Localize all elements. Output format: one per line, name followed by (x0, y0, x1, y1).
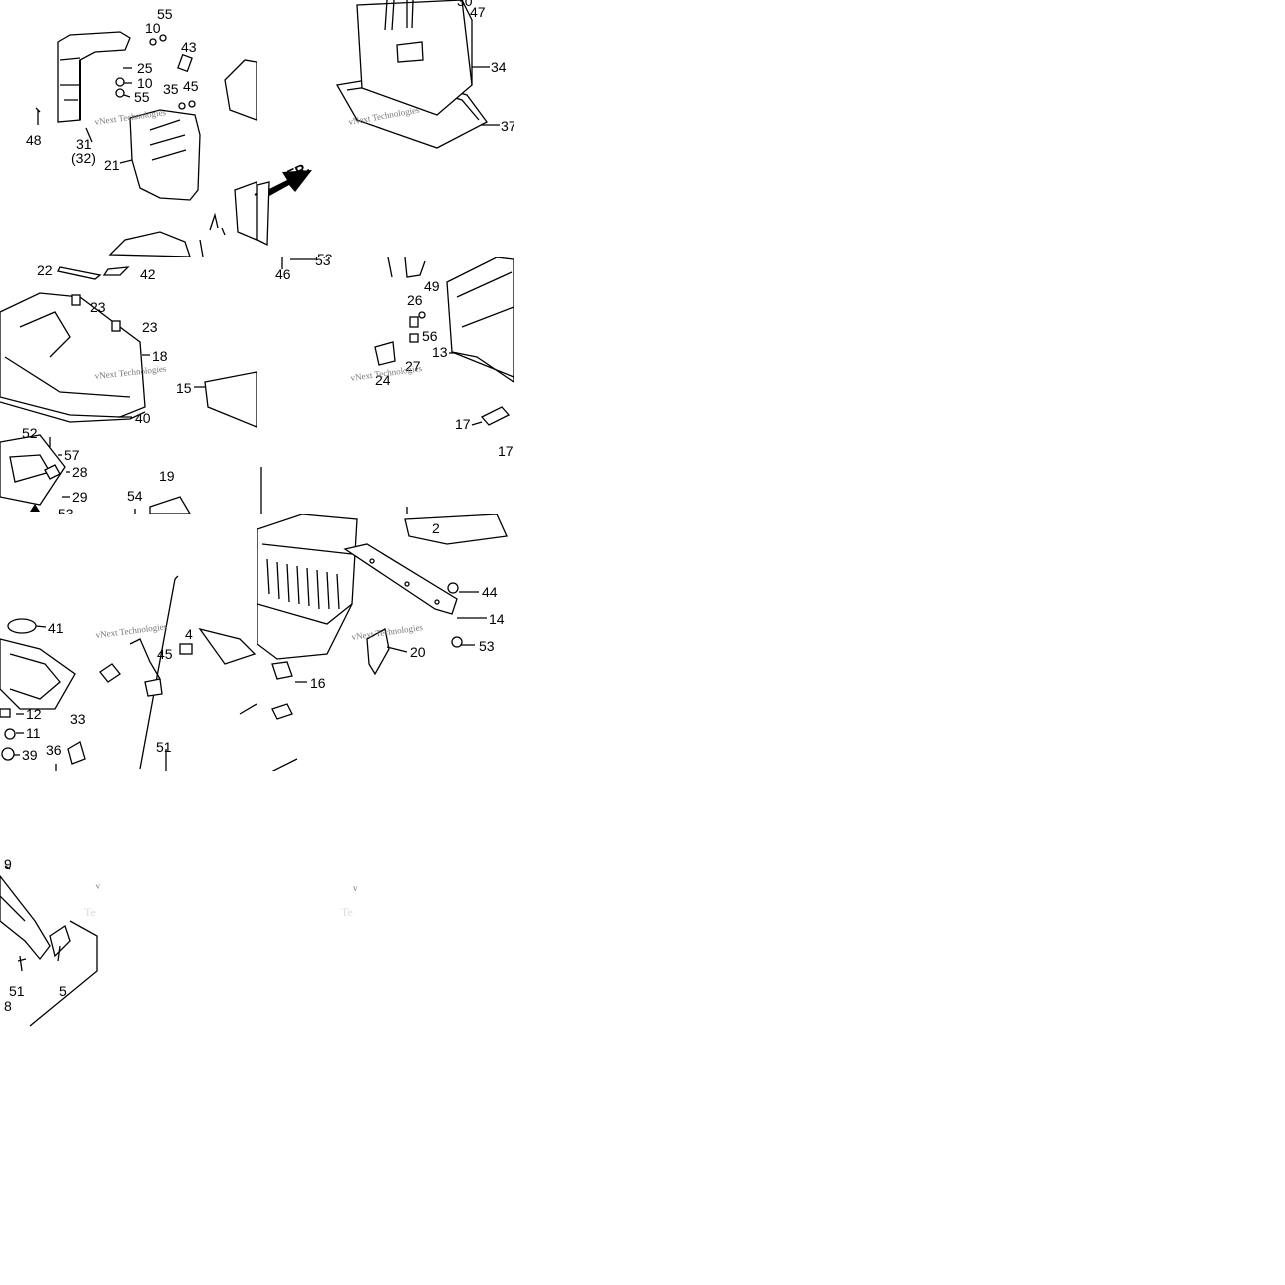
watermark-fragment: v (95, 880, 101, 891)
tile-blank: v Te (257, 771, 514, 1028)
trunk-lid-drawing: 22 42 23 23 18 15 40 52 57 28 29 19 54 5… (0, 262, 257, 514)
part-label: 34 (491, 59, 507, 75)
part-label: 33 (70, 711, 86, 727)
storage-box-drawing: 2 50 44 14 20 53 16 6 8 7 3 vNext Techno… (257, 514, 508, 771)
part-label: 56 (422, 328, 438, 344)
part-label: 55 (134, 89, 150, 105)
tail-light-drawing: 41 45 4 12 11 33 39 36 51 vNext Technolo… (0, 575, 257, 771)
part-label: 23 (90, 299, 106, 315)
part-label: 28 (72, 464, 88, 480)
tile-tail-light: 41 45 4 12 11 33 39 36 51 vNext Technolo… (0, 514, 257, 771)
part-label: 5 (59, 983, 67, 999)
part-label: 24 (375, 372, 391, 388)
tile-seat-backrest: 55 10 43 25 10 55 35 45 48 31 (32) 21 vN… (0, 0, 257, 257)
part-label: 10 (137, 75, 153, 91)
trunk-body-drawing: 46 53 26 49 56 27 24 13 17 17 vNext Tech… (260, 257, 514, 514)
part-label: 26 (407, 292, 423, 308)
tile-carry-bag: 30 47 34 37 vNext Technologies FR. 53 (257, 0, 514, 257)
part-label: 53 (317, 251, 333, 257)
part-label: 44 (482, 584, 498, 600)
part-label: 14 (489, 611, 505, 627)
part-label: 51 (9, 983, 25, 999)
part-label: 18 (152, 348, 168, 364)
part-label: 51 (156, 739, 172, 755)
part-label: 53 (58, 506, 74, 514)
part-label: 12 (26, 706, 42, 722)
part-label: 23 (142, 319, 158, 335)
seat-backrest-drawing: 55 10 43 25 10 55 35 45 48 31 (32) 21 vN… (26, 6, 257, 257)
watermark-fragment: v (353, 883, 358, 893)
tile-trunk-body: 46 53 26 49 56 27 24 13 17 17 vNext Tech… (257, 257, 514, 514)
carry-bag-drawing: 30 47 34 37 vNext Technologies FR. 53 (257, 0, 514, 257)
part-label: 45 (183, 78, 199, 94)
part-label: 55 (157, 6, 173, 22)
part-label: (32) (71, 150, 96, 166)
part-label: 22 (37, 262, 53, 278)
part-label: 30 (457, 0, 473, 9)
part-label: 42 (140, 266, 156, 282)
watermark-fragment: Te (84, 905, 96, 919)
part-label: 31 (76, 136, 92, 152)
part-label: 47 (470, 4, 486, 20)
part-label: 2 (432, 520, 440, 536)
tile-handle-light: 9 51 5 8 v Te (0, 771, 257, 1028)
tile-trunk-lid: 22 42 23 23 18 15 40 52 57 28 29 19 54 5… (0, 257, 257, 514)
part-label: 16 (310, 675, 326, 691)
part-label: 21 (104, 157, 120, 173)
part-label: 46 (275, 266, 291, 282)
part-label: 25 (137, 60, 153, 76)
part-label: 8 (4, 998, 12, 1014)
part-label: 35 (163, 81, 179, 97)
part-label: 40 (135, 410, 151, 426)
part-label: 10 (145, 20, 161, 36)
part-label: 11 (26, 725, 41, 741)
part-label: 37 (501, 118, 514, 134)
part-label: 41 (48, 620, 64, 636)
part-label: 53 (479, 638, 495, 654)
part-label: 48 (26, 132, 42, 148)
part-label: 9 (4, 856, 12, 872)
part-label: 17 (455, 416, 471, 432)
part-label: 43 (181, 39, 197, 55)
part-label: 36 (46, 742, 62, 758)
direction-arrow-text: FR. (285, 159, 312, 183)
part-label: 49 (424, 278, 440, 294)
part-label: 4 (185, 626, 193, 642)
part-label: 39 (22, 747, 38, 763)
part-label: 45 (157, 646, 173, 662)
tile-storage-box: 2 50 44 14 20 53 16 6 8 7 3 vNext Techno… (257, 514, 514, 771)
part-label: 27 (405, 358, 421, 374)
part-label: 20 (410, 644, 426, 660)
part-label: 13 (432, 344, 448, 360)
part-label: 17 (498, 443, 514, 459)
part-label: 29 (72, 489, 88, 505)
part-label: 57 (64, 447, 80, 463)
part-label: 52 (22, 425, 38, 441)
watermark-fragment: Te (341, 905, 353, 919)
part-label: 15 (176, 380, 192, 396)
part-label: 53 (315, 257, 331, 268)
part-label: 54 (127, 488, 143, 504)
handle-light-drawing: 9 51 5 8 v Te (0, 856, 101, 1027)
watermark: vNext Technologies (95, 621, 168, 640)
blank-tile-drawing: v Te (341, 883, 358, 919)
part-label: 19 (159, 468, 175, 484)
